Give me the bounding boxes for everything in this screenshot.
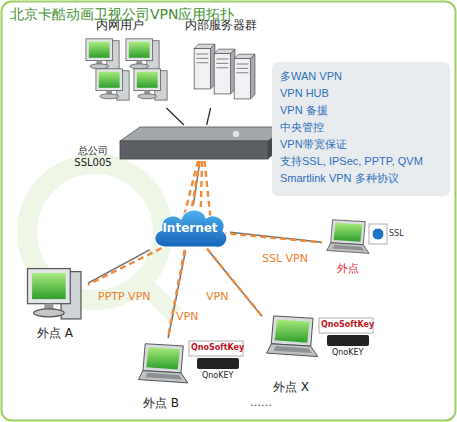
site-pc [28, 269, 81, 319]
diagram-title: 北京卡酷动画卫视公司VPN应用拓扑 [10, 6, 235, 24]
node-label: 外点 A [37, 326, 73, 340]
feature-item: 中央管控 [280, 119, 324, 136]
device-label: QnoSoftKey [191, 343, 244, 352]
user-pc [126, 39, 159, 70]
device-label: QnoKEY [202, 371, 233, 380]
network-node: 外点 [322, 215, 374, 275]
router-front [120, 141, 268, 159]
feature-item: VPN带宽保证 [280, 136, 347, 153]
server-tower [194, 44, 215, 89]
site-laptop [267, 316, 318, 357]
network-node: 内部服务器群 [182, 18, 260, 108]
network-node: 内网用户 [72, 18, 168, 108]
ssl-globe [372, 228, 384, 240]
node-label: 外点 [337, 262, 359, 275]
node-label: 总公司 SSL005 [70, 145, 116, 169]
device-label: QnoSoftKey [321, 320, 374, 329]
usb-key [197, 358, 239, 369]
node-label: 外点 X [273, 380, 309, 394]
feature-box: 多WAN VPNVPN HUBVPN 备援中央管控VPN带宽保证支持SSL, I… [272, 62, 450, 196]
router-logo [232, 130, 240, 138]
feature-item: VPN HUB [280, 85, 329, 102]
network-link [207, 108, 211, 125]
server-tower [214, 49, 235, 94]
device-label: QnoKEY [332, 348, 363, 357]
user-pc [96, 69, 129, 100]
site-laptop [327, 220, 369, 254]
network-node: 总公司 SSL005 [120, 125, 285, 161]
link-label: VPN [176, 310, 198, 323]
link-label: PPTP VPN [98, 290, 151, 303]
cloud-shape [155, 210, 227, 247]
node-label: 外点 B [143, 396, 179, 410]
feature-item: 支持SSL, IPSec, PPTP, QVM Smartlink VPN 多种… [280, 153, 442, 187]
feature-item: VPN 备援 [280, 102, 328, 119]
network-link [88, 250, 150, 284]
network-node: 外点 A [22, 262, 88, 340]
vpn-tunnel [168, 161, 200, 338]
link-label: VPN [206, 290, 228, 303]
ssl-icon [369, 224, 387, 244]
device-label: …… [250, 396, 272, 409]
device-label: SSL [389, 229, 404, 238]
user-pc [134, 69, 167, 100]
node-label: Internet [162, 221, 217, 235]
user-pc [86, 39, 119, 70]
network-node: 外点 B [132, 338, 190, 410]
network-node: 外点 X [262, 310, 320, 394]
router-top [120, 127, 285, 141]
usb-key [327, 335, 369, 346]
network-link [166, 108, 184, 125]
network-node: Internet [150, 205, 230, 251]
site-laptop [138, 344, 187, 383]
link-label: SSL VPN [262, 252, 308, 265]
server-tower [234, 54, 255, 99]
feature-item: 多WAN VPN [280, 68, 342, 85]
